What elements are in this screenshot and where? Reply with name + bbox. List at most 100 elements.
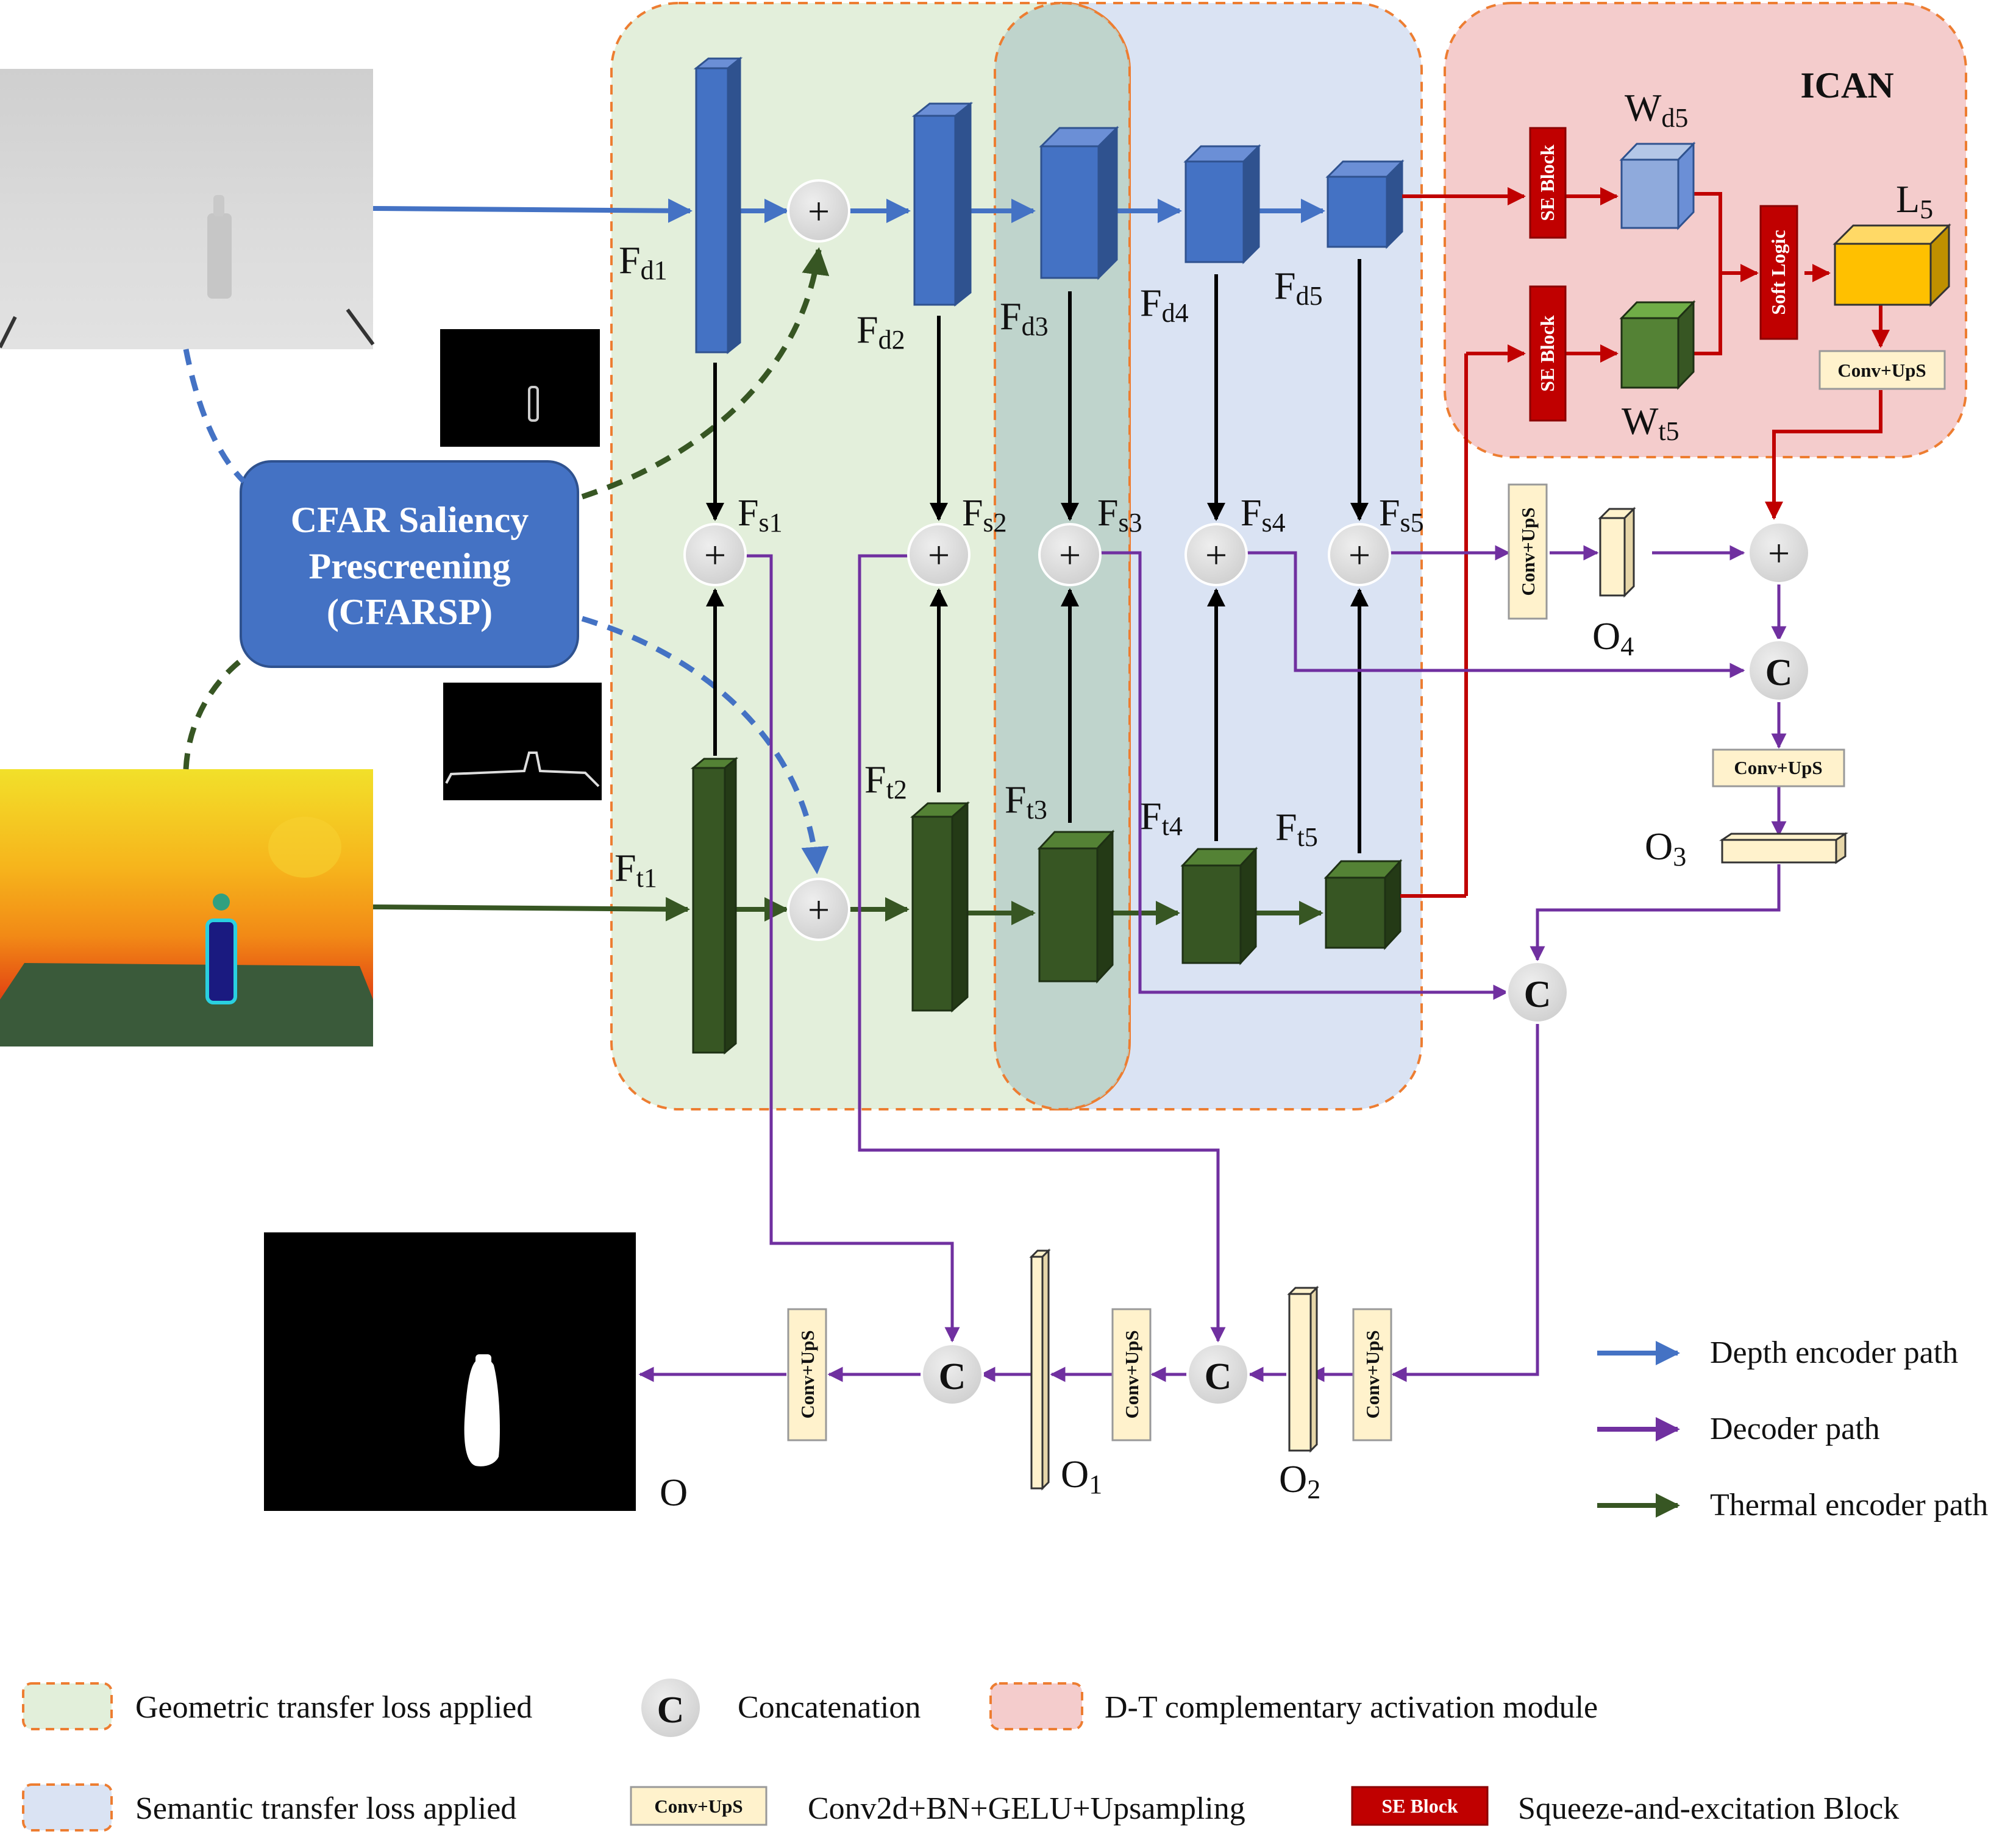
legend-geometric-swatch [22, 1682, 113, 1730]
thermal-saliency-map [443, 683, 602, 800]
label-ft5: Ft5 [1275, 805, 1318, 852]
plus-node-t1: + [787, 878, 850, 941]
decoder-blocks: Conv+UpS Conv+UpS Conv+UpS Conv+UpS Conv… [787, 483, 1848, 1491]
svg-text:C: C [1765, 652, 1793, 694]
label-ft3: Ft3 [1005, 778, 1047, 825]
cfarsp-label-line2: Prescreening [308, 546, 510, 586]
label-wt5: Wt5 [1622, 399, 1679, 446]
svg-text:+: + [1768, 531, 1790, 575]
concat-node-o2: C [1186, 1343, 1250, 1406]
concat-node-o1: C [921, 1343, 984, 1406]
label-fd2: Fd2 [857, 308, 905, 355]
legend-dt-swatch [989, 1682, 1083, 1730]
depth-feature-blocks [693, 56, 1405, 355]
circle-nodes: + + + + + + + + C C C C [683, 179, 1811, 1406]
label-o4: O4 [1592, 614, 1634, 661]
plus-node-fs4: + [1184, 523, 1248, 586]
label-fs2: Fs2 [962, 492, 1007, 538]
o4-block [1598, 506, 1636, 598]
ft1-block [690, 756, 739, 1055]
output-labels: O4 O3 O2 O1 O [660, 614, 1686, 1514]
svg-text:+: + [1348, 533, 1370, 577]
label-fd4: Fd4 [1140, 281, 1189, 328]
path-legend: Depth encoder path Decoder path Thermal … [1597, 1335, 1988, 1523]
plus-node-fs5: + [1328, 523, 1391, 586]
feature-labels: Fd1 Fd2 Fd3 Fd4 Fd5 Fs1 Fs2 Fs3 Fs4 Fs5 … [614, 86, 1933, 893]
ican-connections [1400, 187, 1890, 898]
decoder-paths [638, 545, 1787, 1382]
thermal-feature-blocks [690, 756, 1403, 1055]
svg-text:+: + [808, 190, 830, 233]
legend-decoder-label: Decoder path [1710, 1412, 1880, 1446]
se-block-thermal [1529, 285, 1567, 422]
plus-node-fs2: + [907, 523, 971, 586]
ft2-block [910, 801, 970, 1013]
l5-block [1833, 223, 1951, 307]
conv-ups-final-label: Conv+UpS [797, 1330, 818, 1418]
svg-text:+: + [1205, 533, 1227, 577]
conv-ups-o4-label: Conv+UpS [1517, 507, 1539, 595]
se-block-depth [1529, 127, 1567, 239]
dashed-connectors [183, 247, 830, 875]
se-block-depth-label: SE Block [1536, 144, 1558, 221]
label-o1: O1 [1061, 1452, 1102, 1499]
label-fd3: Fd3 [1000, 294, 1049, 341]
plus-node-ican: + [1747, 521, 1811, 584]
wt5-block [1619, 300, 1696, 390]
legend-se-swatch [1351, 1786, 1489, 1826]
thermal-input-image [0, 769, 373, 1046]
fusion-arrows [706, 259, 1369, 853]
fd4-block [1183, 144, 1261, 265]
legend-conv-swatch [630, 1786, 768, 1826]
concat-node-lower: C [1506, 961, 1569, 1024]
conv-ups-o4: Conv+UpS [1508, 483, 1548, 620]
legend-thermal-label: Thermal encoder path [1710, 1488, 1988, 1523]
plus-node-fs3: + [1038, 523, 1102, 586]
soft-logic-block [1759, 205, 1798, 340]
legend-se-label: Squeeze-and-excitation Block [1518, 1791, 1899, 1826]
legend-concat-swatch [639, 1676, 702, 1739]
ican-module: SE Block SE Block Soft Logic Conv+UpS IC… [1529, 65, 1951, 422]
conv-ups-o2-label: Conv+UpS [1362, 1330, 1383, 1418]
label-o3: O3 [1645, 825, 1686, 872]
ican-region [1444, 2, 1967, 458]
svg-text:+: + [928, 533, 950, 577]
label-o: O [660, 1471, 688, 1514]
svg-text:C: C [1205, 1356, 1232, 1398]
depth-input-image [0, 69, 375, 349]
conv-ups-final: Conv+UpS [787, 1308, 827, 1441]
legend-semantic-label: Semantic transfer loss applied [135, 1791, 516, 1826]
output-saliency-map [264, 1232, 636, 1511]
label-wd5: Wd5 [1625, 86, 1688, 133]
ican-conv-ups [1818, 350, 1946, 390]
fd3-block [1039, 126, 1119, 280]
conv-ups-o1-input: Conv+UpS [1111, 1308, 1152, 1441]
o1-block [1029, 1248, 1051, 1491]
label-ft4: Ft4 [1140, 794, 1183, 841]
cfarsp-label-line1: CFAR Saliency [291, 500, 529, 540]
label-fs3: Fs3 [1097, 492, 1142, 538]
plus-node-fs1: + [683, 523, 747, 586]
legend-conv-swatch-label: Conv+UpS [654, 1796, 743, 1817]
label-fs1: Fs1 [738, 492, 783, 538]
conv-ups-o3-label: Conv+UpS [1734, 757, 1822, 778]
svg-text:+: + [808, 888, 830, 931]
fd5-block [1325, 159, 1405, 249]
ft3-block [1037, 830, 1115, 984]
svg-text:C: C [939, 1356, 966, 1398]
legend-geometric-label: Geometric transfer loss applied [135, 1690, 532, 1725]
ican-title: ICAN [1800, 65, 1893, 105]
legend-depth-label: Depth encoder path [1710, 1335, 1958, 1370]
depth-saliency-map [440, 329, 600, 447]
label-l5: L5 [1896, 177, 1933, 224]
bottom-legend: Geometric transfer loss applied Semantic… [22, 1676, 1899, 1832]
label-ft2: Ft2 [864, 758, 907, 805]
legend-semantic-swatch [22, 1783, 113, 1832]
cfarsp-label-line3: (CFARSP) [327, 592, 493, 632]
conv-ups-o2-input: Conv+UpS [1352, 1308, 1392, 1441]
cfarsp-module: CFAR Saliency Prescreening (CFARSP) [240, 460, 579, 668]
fd1-block [693, 56, 743, 355]
legend-dt-label: D-T complementary activation module [1105, 1690, 1598, 1725]
legend-conv-label: Conv2d+BN+GELU+Upsampling [808, 1791, 1245, 1826]
